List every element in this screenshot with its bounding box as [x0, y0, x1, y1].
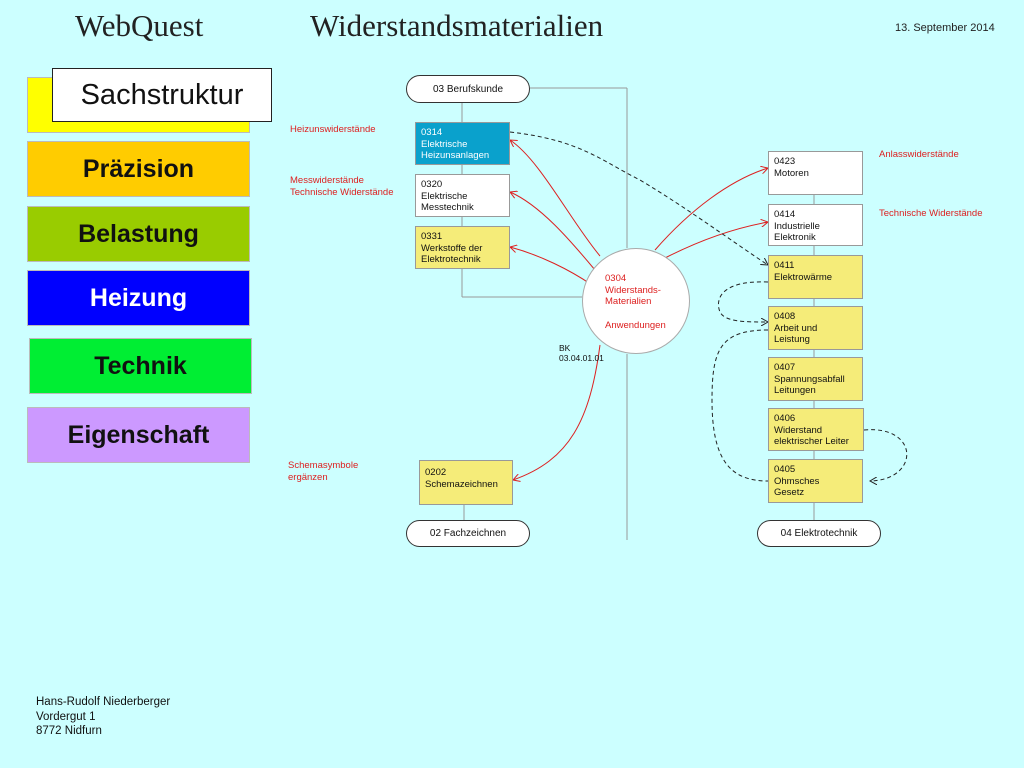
node-code: 0407	[774, 362, 796, 373]
node-code: 0408	[774, 311, 796, 322]
node-0423[interactable]: 0423 Motoren	[768, 151, 863, 195]
author-street: Vordergut 1	[36, 710, 96, 723]
app-title: WebQuest	[75, 8, 204, 43]
node-0411[interactable]: 0411 Elektrowärme	[768, 255, 863, 299]
node-code: 0423	[774, 156, 796, 167]
node-0314[interactable]: 0314 Elektrische Heizunsanlagen	[415, 122, 510, 165]
node-text: Elektronik	[774, 232, 816, 243]
bk-line: BK	[559, 343, 571, 353]
node-text: Gesetz	[774, 487, 805, 498]
node-code: 0405	[774, 464, 796, 475]
node-0405[interactable]: 0405 Ohmsches Gesetz	[768, 459, 863, 503]
node-text: Elektrotechnik	[421, 254, 481, 265]
node-text: Werkstoffe der	[421, 242, 483, 254]
label-mess1: Messwiderstände	[290, 175, 364, 186]
node-text: Leistung	[774, 334, 810, 345]
author-address: Hans-Rudolf Niederberger Vordergut 1 877…	[36, 695, 170, 739]
label-schema2: ergänzen	[288, 472, 328, 483]
node-text: Elektrische	[421, 190, 468, 202]
node-0202[interactable]: 0202 Schemazeichnen	[419, 460, 513, 505]
node-text: Arbeit und	[774, 322, 818, 334]
pill-elektrotechnik[interactable]: 04 Elektrotechnik	[757, 520, 881, 547]
label-heizung: Heizunswiderstände	[290, 124, 376, 135]
node-0414[interactable]: 0414 Industrielle Elektronik	[768, 204, 863, 246]
node-0320[interactable]: 0320 Elektrische Messtechnik	[415, 174, 510, 217]
node-code: 0314	[421, 127, 443, 138]
node-code: 0331	[421, 231, 443, 242]
node-text: Messtechnik	[421, 202, 474, 213]
pill-berufskunde[interactable]: 03 Berufskunde	[406, 75, 530, 103]
author-city: 8772 Nidfurn	[36, 725, 102, 737]
node-text: Elektrische	[421, 138, 468, 150]
bk-label: BK 03.04.01.01	[559, 343, 604, 363]
node-text: Elektrowärme	[774, 271, 833, 283]
node-text: Motoren	[774, 167, 809, 179]
nav-button-belastung[interactable]: Belastung	[27, 206, 250, 262]
node-code: 0411	[774, 260, 795, 271]
page-title: Widerstandsmaterialien	[310, 8, 604, 43]
date-label: 13. September 2014	[895, 22, 995, 34]
node-text: Schemazeichnen	[425, 478, 498, 490]
nav-button-heizung[interactable]: Heizung	[27, 270, 250, 326]
node-0408[interactable]: 0408 Arbeit und Leistung	[768, 306, 863, 350]
node-code: 0414	[774, 209, 796, 220]
center-code: 0304	[605, 273, 627, 284]
center-text: Widerstands-	[605, 284, 661, 296]
center-text: Anwendungen	[605, 319, 666, 331]
center-node[interactable]: 0304 Widerstands- Materialien Anwendunge…	[582, 248, 690, 354]
label-technische: Technische Widerstände	[879, 208, 983, 219]
node-text: elektrischer Leiter	[774, 436, 849, 447]
nav-button-technik[interactable]: Technik	[29, 338, 252, 394]
label-schema1: Schemasymbole	[288, 460, 359, 471]
node-code: 0320	[421, 179, 443, 190]
author-name: Hans-Rudolf Niederberger	[36, 696, 171, 708]
node-text: Heizunsanlagen	[421, 150, 490, 161]
center-text: Materialien	[605, 296, 652, 307]
nav-button-eigenschaft[interactable]: Eigenschaft	[27, 407, 250, 463]
label-anlass: Anlasswiderstände	[879, 149, 959, 160]
node-text: Ohmsches	[774, 475, 820, 487]
node-code: 0406	[774, 413, 796, 424]
node-code: 0202	[425, 467, 447, 478]
bk-line: 03.04.01.01	[559, 353, 604, 363]
node-0406[interactable]: 0406 Widerstand elektrischer Leiter	[768, 408, 864, 451]
label-mess2: Technische Widerstände	[290, 187, 394, 198]
pill-fachzeichnen[interactable]: 02 Fachzeichnen	[406, 520, 530, 547]
sachstruktur-button[interactable]: Sachstruktur	[52, 68, 272, 122]
node-text: Spannungsabfall	[774, 373, 845, 385]
node-text: Widerstand	[774, 424, 823, 436]
node-text: Leitungen	[774, 385, 816, 396]
node-0331[interactable]: 0331 Werkstoffe der Elektrotechnik	[415, 226, 510, 269]
nav-button-praezision[interactable]: Präzision	[27, 141, 250, 197]
node-text: Industrielle	[774, 220, 820, 232]
node-0407[interactable]: 0407 Spannungsabfall Leitungen	[768, 357, 863, 401]
